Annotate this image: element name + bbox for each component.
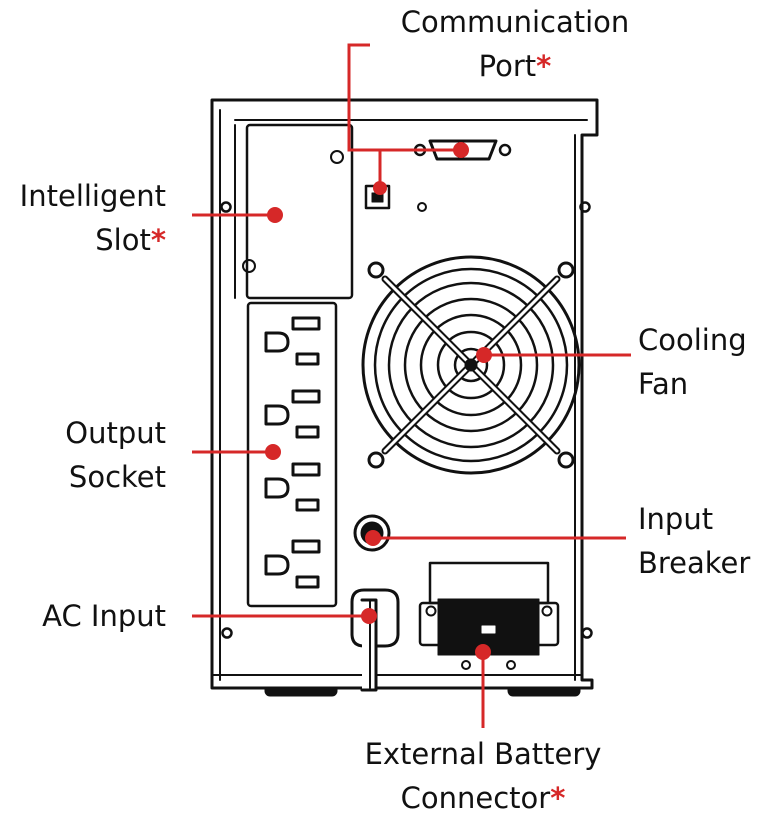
battery-connector-icon [418,561,560,670]
label-intelligent-slot-line2: Slot [95,223,151,257]
label-output-socket: Output Socket [0,411,166,499]
intelligent-slot-cover [245,123,354,300]
dot-ac-input [361,608,377,624]
label-external-battery-connector: External Battery Connector* [330,732,636,820]
indicator-hole [417,202,427,212]
chassis-screw [220,201,232,213]
label-output-socket-line2: Socket [68,460,166,494]
asterisk-marker: * [536,49,552,83]
dot-intelligent-slot [267,207,283,223]
label-input-breaker-line1: Input [638,502,714,536]
dot-communication-port [453,142,469,158]
dot-external-battery [475,644,491,660]
callout-lines [192,43,631,728]
label-communication-port-line2: Port [478,49,537,83]
label-ac-input: AC Input [0,594,166,638]
db9-screw [498,143,512,157]
label-ac-input-line1: AC Input [42,599,166,633]
dot-cooling-fan [476,347,492,363]
outlet-icon [264,316,321,366]
asterisk-marker: * [550,781,566,815]
label-input-breaker: Input Breaker [638,497,750,585]
label-external-battery-line2: Connector [400,781,551,815]
label-cooling-fan-line1: Cooling [638,323,747,357]
dot-output-socket [265,444,281,460]
chassis-inner-edge [234,119,588,299]
label-output-socket-line1: Output [65,416,166,450]
label-cooling-fan: Cooling Fan [638,318,747,406]
callout-dots [265,142,492,660]
chassis-screw [581,627,593,639]
label-cooling-fan-line2: Fan [638,367,689,401]
label-intelligent-slot-line1: Intelligent [19,179,166,213]
outlet-icon [264,539,321,589]
dot-input-breaker [365,530,381,546]
dot-usb [373,181,387,195]
outlet-icon [264,462,321,512]
output-socket-panel [246,301,338,608]
label-input-breaker-line2: Breaker [638,546,751,580]
slot-screw [242,259,256,273]
label-communication-port: Communication Port* [385,0,645,88]
chassis-screw [579,201,591,213]
label-external-battery-line1: External Battery [364,737,602,771]
outlet-icon [264,389,321,439]
chassis-screw [221,627,233,639]
asterisk-marker: * [150,223,166,257]
slot-screw [330,150,344,164]
fan-grille-icon [361,255,581,475]
db9-port-icon [428,139,498,161]
label-communication-port-line1: Communication [400,5,630,39]
ups-rear-panel [210,98,599,697]
label-intelligent-slot: Intelligent Slot* [0,174,166,262]
